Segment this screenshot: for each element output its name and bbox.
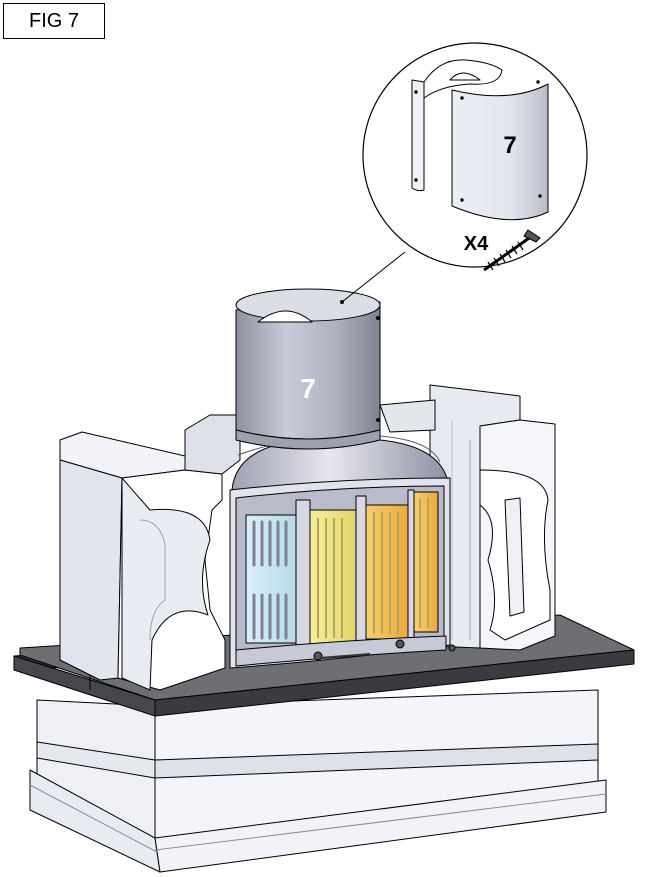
heat-shield-cylinder: [235, 288, 381, 450]
back-panels: [184, 399, 436, 475]
detail-callout: 7 X4: [362, 42, 588, 272]
leader-line: [341, 251, 406, 303]
stove: [229, 434, 456, 669]
glass-panel-far-right: [413, 491, 439, 633]
glass-panel-right: [365, 504, 409, 640]
right-pillar: [429, 384, 556, 651]
left-pillar: [59, 431, 226, 691]
part-number-detail: 7: [503, 132, 516, 159]
base-plinth: [29, 689, 607, 873]
part-number-main: 7: [300, 373, 316, 404]
screw-icon: [483, 229, 541, 272]
shield-part-detail: [411, 59, 549, 221]
screw-quantity-label: X4: [464, 233, 489, 255]
figure-label: FIG 7: [3, 3, 105, 39]
